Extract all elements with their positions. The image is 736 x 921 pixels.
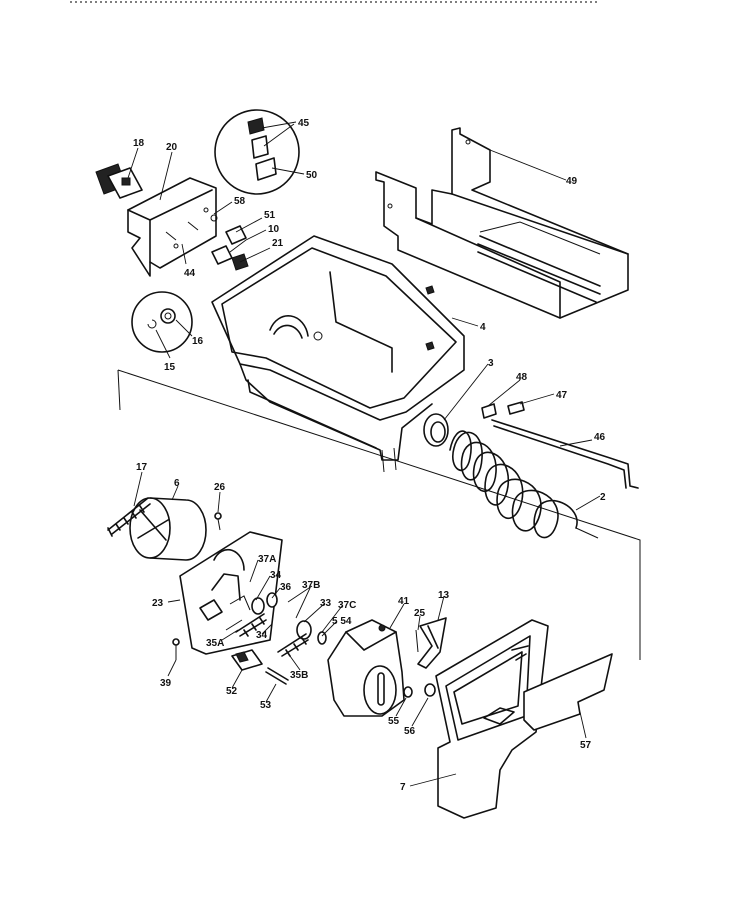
label-20: 20 [166, 142, 178, 153]
label-3: 3 [488, 358, 494, 369]
label-52: 52 [226, 686, 238, 697]
part-4-ice-bucket [211, 235, 465, 473]
detail-circle-15-16 [131, 291, 193, 353]
label-13: 13 [438, 590, 450, 601]
label-7: 7 [400, 782, 406, 793]
label-23: 23 [152, 598, 164, 609]
label-51: 51 [264, 210, 276, 221]
parts-gears-and-springs [235, 592, 327, 657]
part-number-labels: 18 20 45 50 49 58 51 10 21 44 4 16 15 3 … [133, 118, 606, 793]
label-34-upper: 34 [270, 570, 282, 581]
part-26-screw [214, 512, 222, 531]
label-10: 10 [268, 224, 280, 235]
part-39-screw [172, 638, 180, 660]
label-5-54: 5 54 [332, 616, 352, 627]
label-57: 57 [580, 740, 592, 751]
label-18: 18 [133, 138, 145, 149]
part-18-switch-block [95, 163, 143, 199]
parts-13-25-chute [415, 617, 447, 669]
label-48: 48 [516, 372, 528, 383]
explosion-frame-lines [117, 369, 641, 660]
part-2-auger-spring [449, 430, 599, 539]
label-50: 50 [306, 170, 318, 181]
part-3-bearing-ring [423, 413, 449, 447]
label-17: 17 [136, 462, 148, 473]
label-16: 16 [192, 336, 204, 347]
parts-46-47-48-actuator-rod [481, 401, 639, 489]
label-26: 26 [214, 482, 226, 493]
label-37c: 37C [338, 600, 356, 611]
part-23-mounting-plate [179, 531, 283, 655]
parts-58-51-10-21-small-components [210, 214, 249, 271]
part-20-bracket-housing [127, 177, 217, 277]
label-44: 44 [184, 268, 196, 279]
label-4: 4 [480, 322, 486, 333]
label-33: 33 [320, 598, 332, 609]
label-34-lower: 34 [256, 630, 268, 641]
label-6: 6 [174, 478, 180, 489]
label-35a: 35A [206, 638, 224, 649]
parts-52-53-clips [231, 649, 289, 685]
part-17-spring [107, 497, 151, 537]
label-15: 15 [164, 362, 176, 373]
label-46: 46 [594, 432, 606, 443]
label-49: 49 [566, 176, 578, 187]
parts-55-56-washers [403, 683, 436, 698]
label-2: 2 [600, 492, 606, 503]
label-37b: 37B [302, 580, 320, 591]
label-53: 53 [260, 700, 272, 711]
part-49-rear-panel [375, 127, 629, 319]
label-56: 56 [404, 726, 416, 737]
detail-circle-45-50 [214, 109, 300, 195]
label-47: 47 [556, 390, 568, 401]
label-55: 55 [388, 716, 400, 727]
label-39: 39 [160, 678, 172, 689]
label-21: 21 [272, 238, 284, 249]
label-35b: 35B [290, 670, 308, 681]
label-37a: 37A [258, 554, 276, 565]
part-57-dispenser-flap [523, 653, 613, 731]
label-41: 41 [398, 596, 410, 607]
label-36: 36 [280, 582, 292, 593]
part-41-motor-cover [327, 619, 405, 717]
label-25: 25 [414, 608, 426, 619]
label-45: 45 [298, 118, 310, 129]
label-58: 58 [234, 196, 246, 207]
leader-lines [127, 121, 601, 787]
part-6-drum [129, 497, 207, 561]
